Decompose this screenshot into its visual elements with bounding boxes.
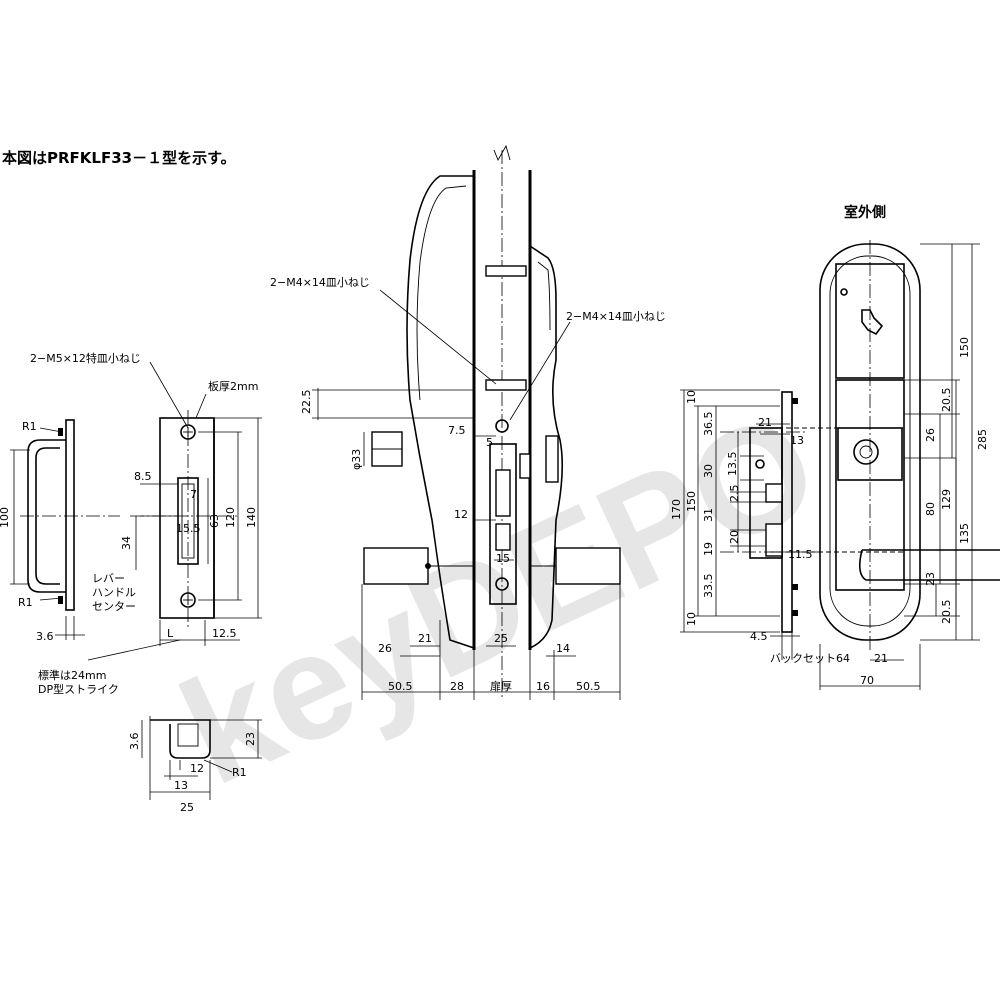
note-screw-m4-left: 2−M4×14皿小ねじ: [270, 276, 370, 289]
dim-25: 25: [180, 801, 194, 814]
rdim-4-5: 4.5: [750, 630, 768, 643]
backset-note: バックセット64: [770, 652, 850, 665]
dim-34: 34: [120, 536, 133, 550]
dim-15: 15: [496, 552, 510, 565]
dim-r1-top: R1: [22, 420, 37, 433]
bottom-dim-50-5-left: 50.5: [388, 680, 413, 693]
dim-3-6: 3.6: [36, 630, 54, 643]
outdoor-side-label: 室外側: [844, 204, 886, 221]
dim-12-5: 12.5: [212, 627, 237, 640]
dim-120: 120: [224, 507, 237, 528]
dim-r1-strike: R1: [232, 766, 247, 779]
dim-140: 140: [245, 507, 258, 528]
dim-63: 63: [208, 514, 221, 528]
pdim-129: 129: [940, 489, 953, 510]
dim-15-5: 15.5: [176, 522, 201, 535]
rdim-150: 150: [685, 491, 698, 512]
dim-7: 7: [190, 488, 197, 501]
rdim-10-top: 10: [685, 390, 698, 404]
door-section-view: [312, 144, 621, 700]
pdim-150: 150: [958, 337, 971, 358]
rdim-10-bottom: 10: [685, 612, 698, 626]
bottom-dim-16: 16: [536, 680, 550, 693]
pdim-20-5-top: 20.5: [940, 388, 953, 413]
rdim-21: 21: [758, 416, 772, 429]
dim-13: 13: [174, 779, 188, 792]
rdim-2-5: 2.5: [728, 485, 741, 503]
dim-21: 21: [418, 632, 432, 645]
rdim-19: 19: [702, 542, 715, 556]
bottom-dim-door-thickness: 扉厚: [490, 680, 512, 693]
pdim-285: 285: [976, 429, 989, 450]
dim-12-center: 12: [454, 508, 468, 521]
dim-26: 26: [378, 642, 392, 655]
bottom-dim-50-5-right: 50.5: [576, 680, 601, 693]
lever-center-note-1: レバー: [92, 572, 125, 585]
rdim-31: 31: [702, 508, 715, 522]
note-plate-thickness: 板厚2mm: [208, 379, 258, 393]
dim-7-5: 7.5: [448, 424, 466, 437]
dim-5: 5: [486, 436, 493, 449]
dim-25-center: 25: [494, 632, 508, 645]
handle-side-view: [10, 419, 120, 640]
strike-note-2: DP型ストライク: [38, 682, 119, 696]
dim-100: 100: [0, 507, 11, 528]
dim-phi33: φ33: [350, 449, 363, 470]
rdim-20: 20: [728, 530, 741, 544]
pdim-70: 70: [860, 674, 874, 687]
rdim-11-5: 11.5: [788, 548, 813, 561]
strike-note-1: 標準は24mm: [38, 668, 106, 682]
pdim-20-5-bottom: 20.5: [940, 600, 953, 625]
pdim-135: 135: [958, 523, 971, 544]
lever-center-note-2: ハンドル: [92, 586, 136, 599]
dim-8-5: 8.5: [134, 470, 152, 483]
front-plate-view: [130, 361, 262, 646]
outdoor-escutcheon: [770, 240, 1000, 690]
pdim-26: 26: [924, 428, 937, 442]
rdim-30: 30: [702, 464, 715, 478]
rdim-13-5: 13.5: [726, 452, 739, 477]
rdim-13: 13: [790, 434, 804, 447]
lever-center-note-3: センター: [92, 600, 136, 613]
note-screw-m5: 2−M5×12特皿小ねじ: [30, 351, 141, 365]
note-screw-m4-right: 2−M4×14皿小ねじ: [566, 310, 666, 323]
dim-3-6-strike: 3.6: [128, 733, 141, 751]
dim-22-5: 22.5: [300, 390, 313, 415]
dim-23: 23: [244, 732, 257, 746]
dim-12: 12: [190, 762, 204, 775]
strike-detail: [141, 716, 262, 800]
dim-L: L: [167, 627, 174, 640]
bottom-dim-28: 28: [450, 680, 464, 693]
rdim-170: 170: [670, 499, 683, 520]
rdim-36-5: 36.5: [702, 412, 715, 437]
pdim-80: 80: [924, 502, 937, 516]
page-caption: 本図はPRFKLF33－１型を示す。: [2, 149, 236, 167]
dim-r1-bottom: R1: [18, 596, 33, 609]
pdim-23: 23: [924, 572, 937, 586]
pdim-21: 21: [874, 652, 888, 665]
lock-body-view: [680, 389, 820, 660]
dim-14: 14: [556, 642, 570, 655]
rdim-33-5: 33.5: [702, 574, 715, 599]
